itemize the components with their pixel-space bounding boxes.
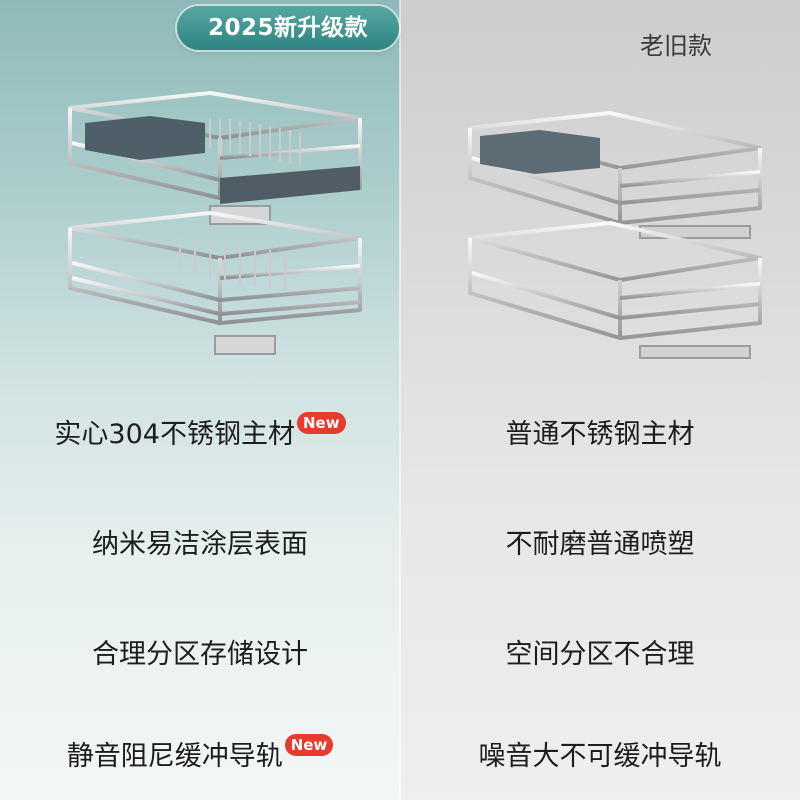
new-feature-coating: 纳米易洁涂层表面 xyxy=(0,528,400,562)
new-feature-text: 纳米易洁涂层表面 xyxy=(92,529,308,560)
old-lower-basket-tier xyxy=(468,221,762,340)
new-badge: New xyxy=(296,412,346,434)
old-feature-storage: 空间分区不合理 xyxy=(505,639,695,670)
utensil-tray xyxy=(85,116,205,160)
lower-basket-wires xyxy=(179,238,286,290)
upper-basket-wires xyxy=(209,118,301,166)
old-feature-material: 普通不锈钢主材 xyxy=(505,419,695,450)
panel-divider xyxy=(399,0,401,800)
new-feature-text: 合理分区存储设计 xyxy=(92,639,308,670)
new-badge: New xyxy=(284,734,334,756)
old-feature-coating: 不耐磨普通喷塑 xyxy=(505,529,695,560)
lower-basket-tier xyxy=(68,211,362,325)
old-lower-rail xyxy=(639,345,751,359)
old-feature-rail: 噪音大不可缓冲导轨 xyxy=(478,741,722,772)
old-basket-image xyxy=(468,111,762,359)
new-feature-text: 静音阻尼缓冲导轨 xyxy=(66,741,283,772)
front-handle-panel xyxy=(220,166,360,204)
new-feature-text: 实心304不锈钢主材 xyxy=(54,419,295,450)
new-basket-image xyxy=(68,91,362,355)
old-utensil-tray xyxy=(480,130,600,174)
lower-rail-bracket xyxy=(214,335,276,355)
new-version-title: 2025新升级款 xyxy=(177,6,399,50)
new-feature-storage: 合理分区存储设计 xyxy=(0,638,400,672)
old-version-panel xyxy=(400,0,800,800)
old-version-title: 老旧款 xyxy=(640,32,712,60)
